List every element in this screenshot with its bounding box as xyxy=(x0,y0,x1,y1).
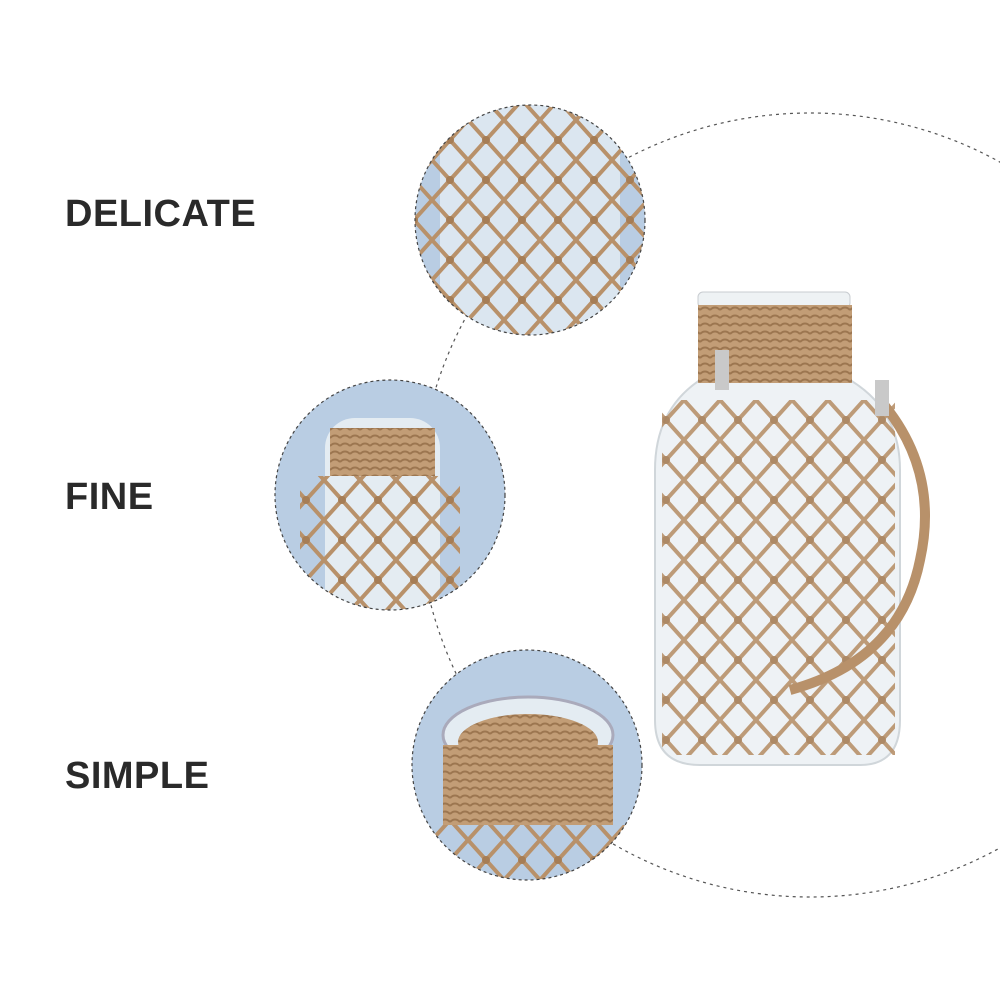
detail-circle-fine xyxy=(275,380,505,610)
feature-label-delicate: DELICATE xyxy=(65,193,257,235)
detail-circle-delicate xyxy=(415,105,645,335)
detail-circle-simple xyxy=(412,650,642,880)
feature-label-simple: SIMPLE xyxy=(65,755,210,797)
jar-image xyxy=(654,291,930,766)
feature-label-fine: FINE xyxy=(65,476,154,518)
